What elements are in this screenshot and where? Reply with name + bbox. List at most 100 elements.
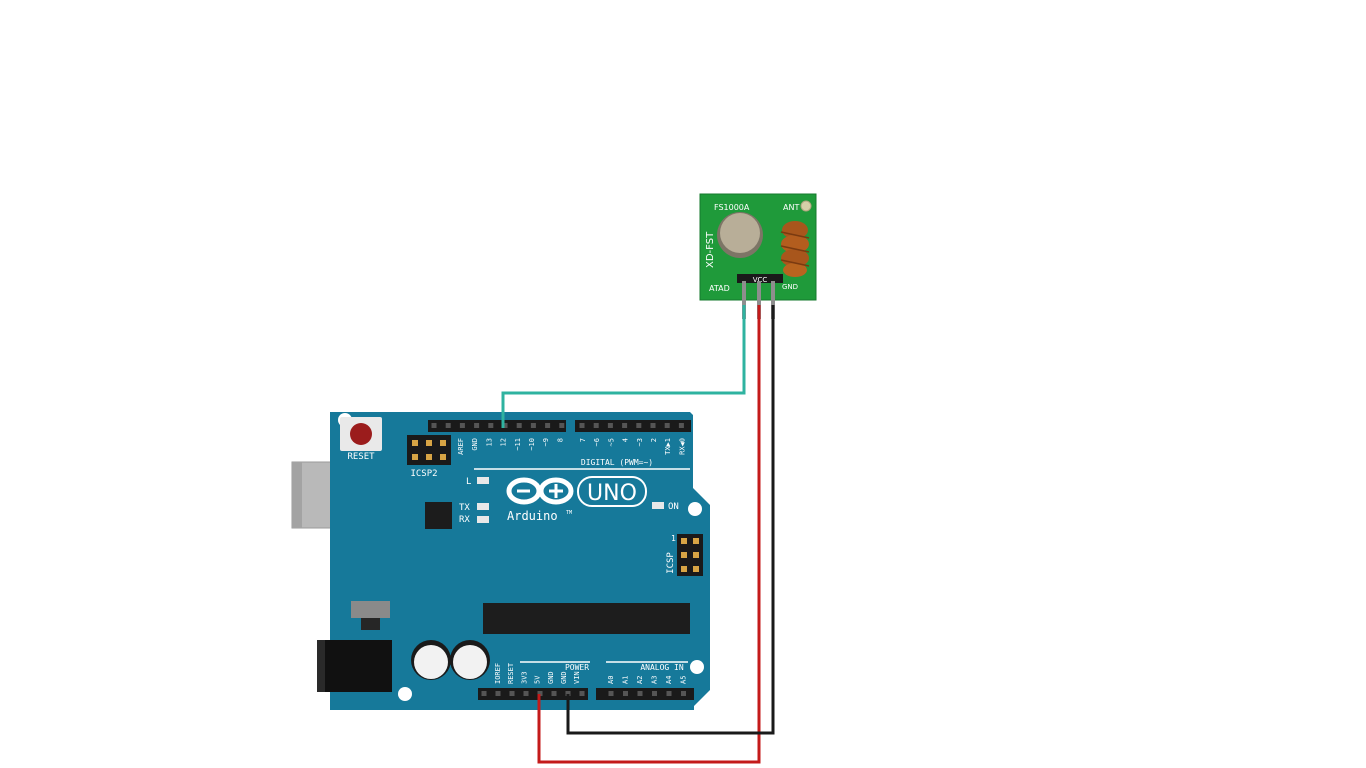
header-pin bbox=[445, 423, 451, 428]
header-pin bbox=[516, 423, 522, 428]
header-pin bbox=[650, 423, 656, 428]
power-pin-label: GND bbox=[560, 671, 568, 684]
module-part-label: FS1000A bbox=[714, 203, 750, 212]
voltage-regulator bbox=[351, 601, 390, 630]
arduino-brand: Arduino bbox=[507, 509, 558, 523]
inductor-coil bbox=[780, 221, 810, 277]
header-pin bbox=[431, 423, 437, 428]
module-ant-label: ANT bbox=[783, 203, 799, 212]
module-gnd-label: GND bbox=[782, 283, 798, 291]
header-pin bbox=[523, 691, 529, 696]
module-pin-header bbox=[737, 274, 783, 283]
atmega-chip bbox=[483, 603, 690, 634]
power-pin-label: VIN bbox=[573, 671, 581, 684]
header-pin bbox=[551, 691, 557, 696]
header-pin bbox=[652, 691, 657, 696]
icsp2-header bbox=[407, 435, 451, 465]
header-pin bbox=[622, 423, 628, 428]
analog-pin-label: A5 bbox=[680, 676, 688, 684]
fs1000a-transmitter-module: FS1000A ANT XD-FST VCC ATAD GND bbox=[699, 193, 817, 319]
analog-pin-label: A1 bbox=[622, 676, 630, 684]
arduino-trademark: TM bbox=[566, 510, 572, 516]
antenna-pad bbox=[800, 200, 812, 212]
analog-header-pins bbox=[608, 691, 686, 696]
digital-pin-label: TX▶1 bbox=[664, 438, 672, 455]
analog-pin-label: A3 bbox=[651, 676, 659, 684]
analog-label: ANALOG IN bbox=[640, 663, 684, 672]
digital-pin-label: 8 bbox=[556, 438, 564, 442]
reset-button-cap[interactable] bbox=[350, 423, 372, 445]
header-pin bbox=[664, 423, 670, 428]
power-label: POWER bbox=[565, 663, 589, 672]
capacitor bbox=[450, 640, 490, 680]
l-led-label: L bbox=[466, 477, 471, 487]
dc-power-jack bbox=[317, 640, 392, 692]
module-vcc-label: VCC bbox=[753, 276, 768, 284]
wire-data bbox=[501, 305, 746, 428]
header-pin bbox=[565, 691, 571, 696]
digital-pin-label: ~11 bbox=[514, 438, 522, 451]
header-pin bbox=[559, 423, 565, 428]
header-pin bbox=[666, 691, 672, 696]
mounting-hole bbox=[688, 502, 702, 516]
digital-pin-label: ~10 bbox=[528, 438, 536, 451]
icsp-header bbox=[677, 534, 703, 576]
uno-label: UNO bbox=[587, 481, 637, 506]
header-pin bbox=[502, 423, 508, 428]
header-pin bbox=[481, 691, 487, 696]
mounting-hole bbox=[398, 687, 412, 701]
usb-chip bbox=[425, 502, 452, 529]
reset-label: RESET bbox=[347, 452, 375, 462]
digital-label: DIGITAL (PWM=~) bbox=[581, 458, 653, 467]
header-pin bbox=[459, 423, 465, 428]
module-vendor-label: XD-FST bbox=[705, 231, 716, 268]
header-pin bbox=[623, 691, 628, 696]
module-data-pin bbox=[742, 281, 746, 319]
saw-resonator bbox=[717, 212, 763, 258]
digital-pin-label: GND bbox=[471, 438, 479, 451]
icsp2-label: ICSP2 bbox=[410, 469, 437, 479]
header-pin bbox=[509, 691, 515, 696]
on-led bbox=[652, 502, 664, 509]
header-pin bbox=[593, 423, 599, 428]
digital-header-left-labels: AREF GND 13 12 ~11 ~10 ~9 8 bbox=[457, 438, 564, 455]
header-pin bbox=[537, 691, 543, 696]
header-pin bbox=[495, 691, 501, 696]
tx-led-label: TX bbox=[459, 503, 470, 513]
header-pin bbox=[678, 423, 684, 428]
digital-header-left-pins bbox=[431, 423, 565, 428]
header-pin bbox=[579, 423, 585, 428]
analog-pin-label: A0 bbox=[607, 676, 615, 684]
tx-led bbox=[477, 503, 489, 510]
digital-header-right bbox=[575, 420, 691, 432]
digital-pin-label: 2 bbox=[650, 438, 658, 442]
header-pin bbox=[607, 423, 613, 428]
rx-led bbox=[477, 516, 489, 523]
digital-pin-label: AREF bbox=[457, 438, 465, 455]
header-pin bbox=[579, 691, 585, 696]
digital-header-right-pins bbox=[579, 423, 684, 428]
digital-pin-label: 12 bbox=[500, 438, 508, 446]
header-pin bbox=[474, 423, 480, 428]
on-led-label: ON bbox=[668, 502, 679, 512]
analog-pin-label: A4 bbox=[665, 676, 673, 684]
header-pin bbox=[637, 691, 643, 696]
digital-pin-label: 7 bbox=[579, 438, 587, 442]
power-header-pins bbox=[481, 691, 585, 696]
arduino-logo bbox=[506, 477, 574, 505]
digital-pin-label: ~9 bbox=[542, 438, 550, 446]
module-vcc-pin bbox=[757, 281, 761, 319]
analog-pin-label: A2 bbox=[636, 676, 644, 684]
digital-pin-label: ~3 bbox=[636, 438, 644, 446]
header-pin bbox=[608, 691, 614, 696]
header-pin bbox=[488, 423, 494, 428]
power-header bbox=[478, 688, 588, 700]
l-led bbox=[477, 477, 489, 484]
power-pin-label: RESET bbox=[507, 662, 515, 684]
power-pin-label: IOREF bbox=[494, 663, 502, 684]
digital-pin-label: 13 bbox=[485, 438, 493, 446]
power-pin-label: 5V bbox=[534, 675, 542, 684]
header-pin bbox=[681, 691, 686, 696]
